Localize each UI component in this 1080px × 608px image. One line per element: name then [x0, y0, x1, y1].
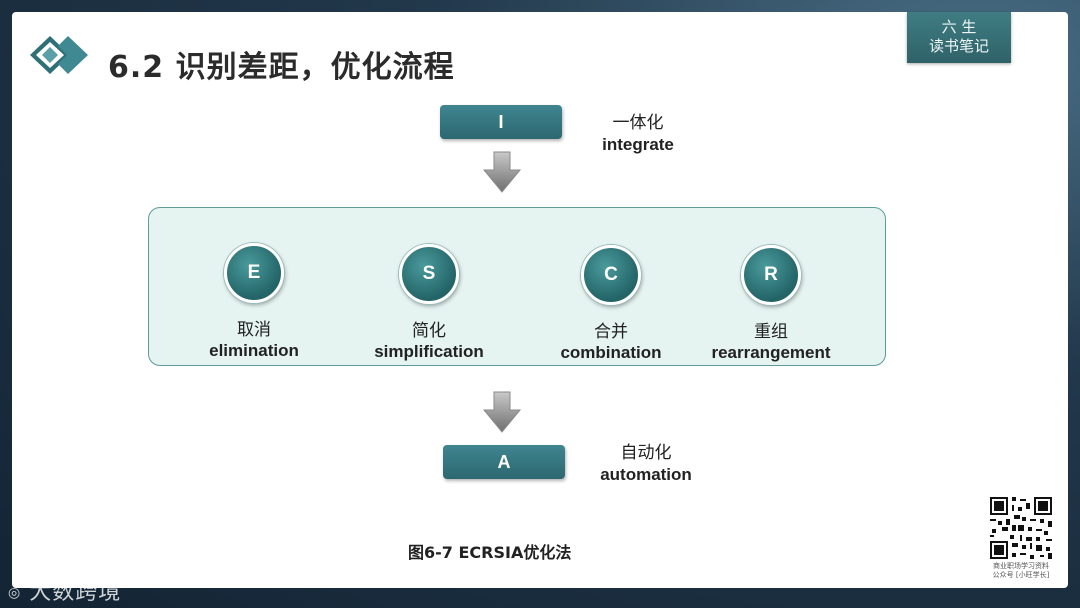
step-zh: 取消: [237, 320, 271, 340]
down-arrow-icon: [482, 151, 522, 193]
page-title: 6.2 识别差距，优化流程: [108, 50, 455, 85]
automation-label: 自动化 automation: [594, 438, 698, 485]
slide: 6.2 识别差距，优化流程 六 生 读书笔记 I 一体化 integrate E…: [12, 12, 1068, 588]
step-zh: 简化: [412, 321, 446, 341]
watermark-text: 大数跨境: [29, 580, 122, 605]
step-circle: R: [741, 245, 801, 305]
step-elimination: E 取消 elimination: [184, 243, 324, 361]
integrate-label: 一体化 integrate: [592, 108, 684, 155]
step-en: elimination: [209, 341, 299, 360]
figure-caption: 图6-7 ECRSIA优化法: [408, 543, 572, 562]
qr-note-line-2: 公众号 [小旺学长]: [992, 571, 1050, 579]
ecrs-panel: E 取消 elimination S 简化 simplification C 合…: [148, 207, 886, 366]
step-circle: E: [224, 243, 284, 303]
step-en: simplification: [374, 342, 484, 361]
watermark: ◎ 大数跨境: [8, 574, 121, 606]
automation-en: automation: [600, 465, 692, 484]
automation-box: A: [443, 445, 565, 479]
qr-note-line-1: 商业职场学习资料: [993, 562, 1049, 570]
qr-code: [988, 495, 1054, 561]
step-rearrangement: R 重组 rearrangement: [701, 245, 841, 363]
step-en: rearrangement: [711, 343, 831, 362]
down-arrow-icon: [482, 391, 522, 433]
automation-zh: 自动化: [620, 443, 672, 463]
reading-notes-badge: 六 生 读书笔记: [907, 12, 1011, 63]
badge-line-1: 六 生: [941, 18, 977, 36]
integrate-zh: 一体化: [612, 113, 664, 133]
badge-line-2: 读书笔记: [928, 37, 989, 55]
step-combination: C 合并 combination: [541, 245, 681, 363]
qr-note: 商业职场学习资料 公众号 [小旺学长]: [976, 562, 1066, 580]
step-circle: S: [399, 244, 459, 304]
integrate-en: integrate: [602, 135, 674, 154]
step-circle: C: [581, 245, 641, 305]
step-zh: 合并: [594, 322, 628, 342]
step-zh: 重组: [754, 322, 788, 342]
step-simplification: S 简化 simplification: [359, 244, 499, 362]
diamond-logo-icon: [30, 36, 88, 74]
watermark-logo-icon: ◎: [8, 585, 22, 601]
integrate-box: I: [440, 105, 562, 139]
step-en: combination: [560, 343, 662, 362]
